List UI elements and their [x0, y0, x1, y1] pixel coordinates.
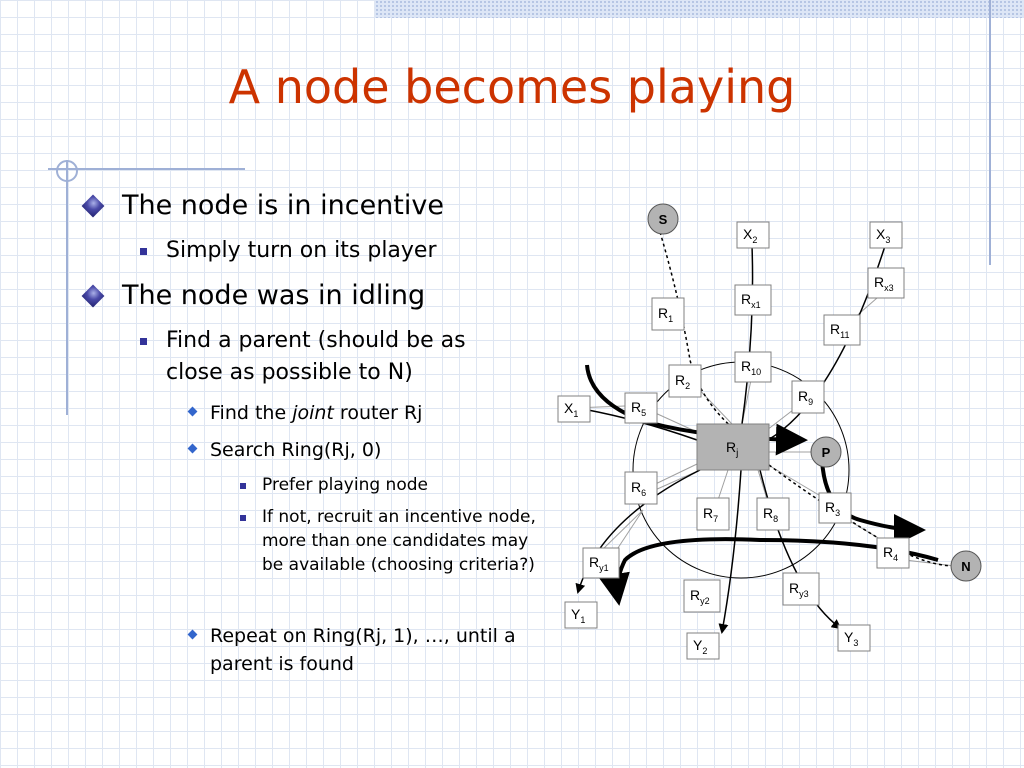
- small-square-bullet-icon: [240, 515, 246, 521]
- box-ry2: Ry2: [683, 579, 721, 613]
- small-square-bullet-icon: [240, 483, 246, 489]
- box-label-r2: R2: [675, 372, 690, 391]
- box-r2: R2: [668, 364, 702, 398]
- box-label-r7: R7: [703, 505, 718, 524]
- node-n: N: [950, 550, 982, 582]
- box-rx1: Rx1: [734, 284, 772, 316]
- box-label-r5: R5: [631, 399, 646, 418]
- box-label-ry3: Ry3: [789, 580, 809, 599]
- node-rj: Rj: [696, 423, 770, 471]
- decor-vertical-line-right: [989, 0, 991, 265]
- text-joint: joint: [292, 402, 334, 424]
- box-y1: Y1: [564, 601, 598, 629]
- box-label-x1: X1: [564, 400, 578, 419]
- box-label-r4: R4: [883, 544, 898, 563]
- box-x3: X3: [869, 221, 903, 249]
- decor-horizontal-line: [48, 168, 245, 170]
- box-r1: R1: [651, 297, 685, 331]
- svg-text:P: P: [822, 445, 831, 460]
- svg-text:S: S: [659, 212, 668, 227]
- box-label-y2: Y2: [693, 637, 707, 656]
- box-label-r1: R1: [658, 305, 673, 324]
- box-label-x2: X2: [743, 226, 757, 245]
- box-r10: R10: [734, 351, 772, 383]
- box-label-y3: Y3: [844, 629, 858, 648]
- bullet-turn-on-player: Simply turn on its player: [166, 238, 437, 263]
- bullet-search-ring-0: Search Ring(Rj, 0): [210, 439, 382, 461]
- bullet-idling: The node was in idling: [122, 280, 426, 311]
- bullet-repeat-ring: Repeat on Ring(Rj, 1), …, until a parent…: [210, 625, 516, 675]
- box-rx3: Rx3: [867, 267, 905, 299]
- box-r6: R6: [624, 471, 658, 505]
- slide-title: A node becomes playing: [228, 60, 796, 114]
- top-decorative-strip: [375, 0, 1024, 18]
- box-r11: R11: [823, 314, 861, 346]
- text-router-rj: router Rj: [333, 402, 423, 424]
- text-find-the: Find the: [210, 402, 293, 424]
- svg-text:N: N: [961, 559, 970, 574]
- box-label-ry1: Ry1: [589, 554, 609, 573]
- bullet-list: The node is in incentive Simply turn on …: [81, 190, 540, 675]
- box-y2: Y2: [686, 632, 720, 660]
- box-label-r6: R6: [631, 479, 646, 498]
- square-bullet-icon: [140, 248, 147, 255]
- box-label-y1: Y1: [571, 606, 585, 625]
- box-r8: R8: [756, 497, 790, 531]
- square-bullet-icon: [140, 338, 147, 345]
- box-r3: R3: [818, 492, 852, 524]
- box-r5: R5: [624, 392, 658, 424]
- decor-vertical-line-left: [66, 160, 68, 415]
- box-label-x3: X3: [876, 226, 890, 245]
- box-ry1: Ry1: [582, 547, 620, 579]
- bullet-find-parent: Find a parent (should be as close as pos…: [166, 328, 466, 385]
- svg-text:Rj: Rj: [726, 439, 738, 459]
- box-r4: R4: [876, 537, 910, 569]
- box-ry3: Ry3: [782, 572, 820, 606]
- box-label-r10: R10: [741, 358, 761, 377]
- box-label-r11: R11: [830, 321, 849, 340]
- node-p: P: [810, 436, 842, 468]
- box-label-r8: R8: [763, 505, 778, 524]
- box-x2: X2: [736, 221, 770, 249]
- box-label-r3: R3: [825, 499, 840, 518]
- box-label-rx3: Rx3: [874, 274, 894, 293]
- box-x1: X1: [557, 395, 591, 423]
- decor-crosshair-circle: [56, 160, 78, 182]
- box-r7: R7: [696, 497, 730, 531]
- box-label-r9: R9: [798, 388, 813, 407]
- box-r9: R9: [791, 380, 825, 414]
- box-label-ry2: Ry2: [690, 587, 710, 606]
- box-label-rx1: Rx1: [741, 291, 761, 310]
- bullet-find-joint-router: Find the joint router Rj: [210, 399, 540, 427]
- node-s: S: [647, 203, 679, 235]
- bullet-prefer-playing: Prefer playing node: [262, 475, 428, 495]
- box-y3: Y3: [837, 624, 871, 652]
- bullet-recruit-incentive: If not, recruit an incentive node, more …: [262, 507, 536, 575]
- bullet-incentive: The node is in incentive: [122, 190, 444, 221]
